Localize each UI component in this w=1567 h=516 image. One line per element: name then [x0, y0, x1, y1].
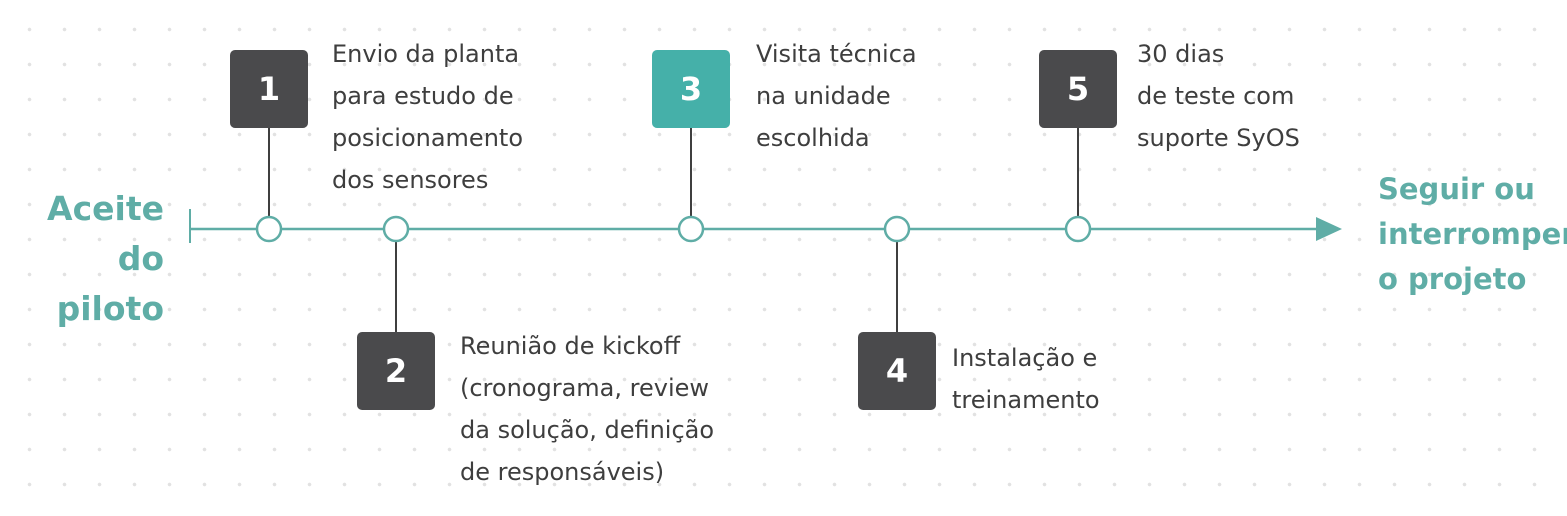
- step-2-description: Reunião de kickoff (cronograma, review d…: [460, 332, 715, 486]
- step-4-node: [883, 215, 911, 243]
- step-3-node: [677, 215, 705, 243]
- step-1-description: Envio da planta para estudo de posiciona…: [332, 40, 524, 194]
- step-5-description: 30 dias de teste com suporte SyOS: [1137, 40, 1300, 152]
- step-2-node: [382, 215, 410, 243]
- start-label: Aceite do piloto: [47, 189, 164, 328]
- step-4-number-box: 4: [858, 332, 936, 410]
- step-5-number-box: 5: [1039, 50, 1117, 128]
- step-3-description: Visita técnica na unidade escolhida: [756, 40, 917, 152]
- step-2-number-box: 2: [357, 332, 435, 410]
- step-1-node: [255, 215, 283, 243]
- step-5-node: [1064, 215, 1092, 243]
- step-1-number-box: 1: [230, 50, 308, 128]
- timeline-arrowhead: [1316, 217, 1342, 241]
- step-3-number-box: 3: [652, 50, 730, 128]
- end-label: Seguir ou interromper o projeto: [1378, 172, 1567, 296]
- step-4-description: Instalação e treinamento: [952, 344, 1100, 414]
